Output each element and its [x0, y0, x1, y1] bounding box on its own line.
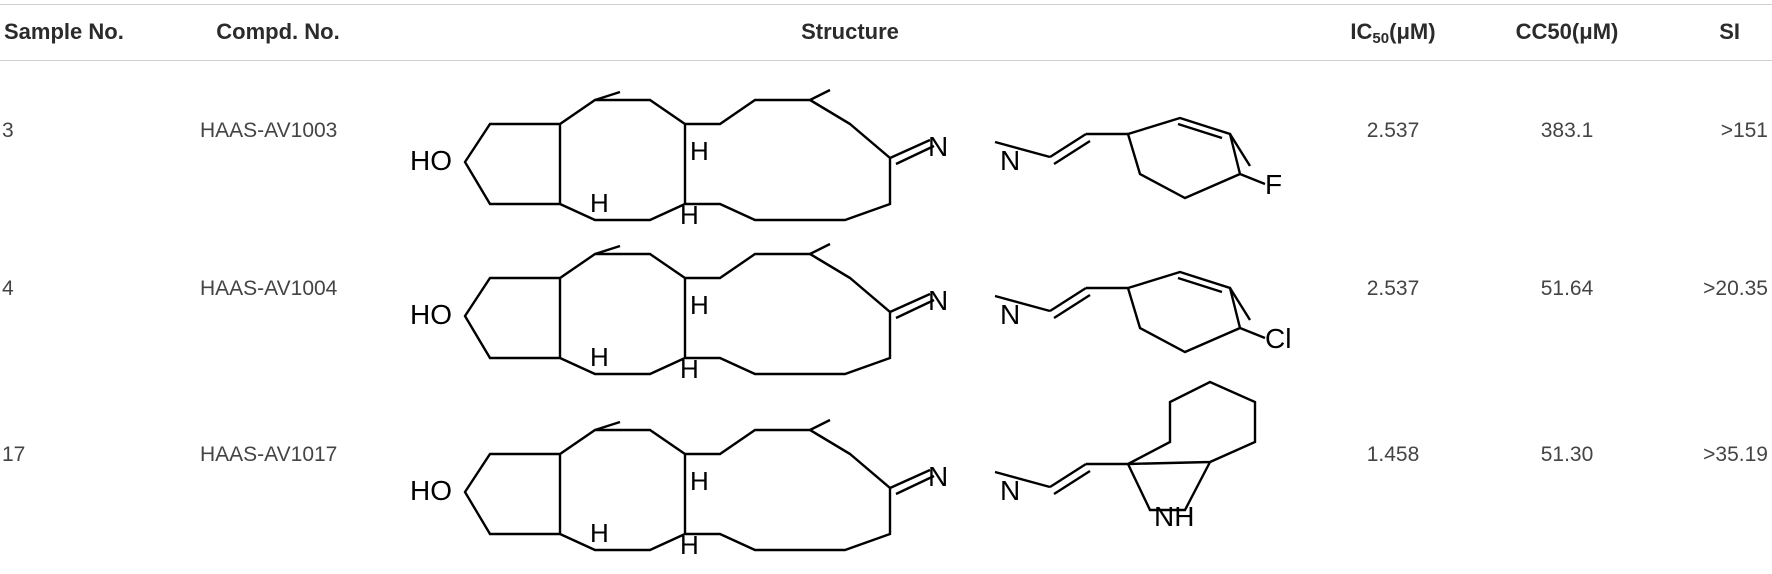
substituent-label: NH — [1154, 501, 1194, 532]
cell-compd-no: HAAS-AV1003 — [200, 119, 338, 142]
hydrogen-label: H — [690, 466, 709, 496]
molecule-structure: HO N N H H H F — [410, 88, 1282, 230]
hydrogen-label: H — [680, 200, 699, 230]
header-cc50: CC50(μM) — [1515, 19, 1619, 44]
header-rule — [0, 60, 1772, 61]
hydroxyl-label: HO — [410, 145, 452, 176]
cell-structure: HO N N H H H Cl — [410, 216, 1291, 384]
cell-ic50: 2.537 — [1366, 277, 1420, 300]
cell-structure: HO N N H H H F — [410, 62, 1290, 230]
cell-ic50: 2.537 — [1366, 119, 1420, 142]
hydroxyl-label: HO — [410, 299, 452, 330]
cell-si: >151 — [1720, 119, 1768, 142]
hydrogen-label: H — [590, 188, 609, 218]
nitrogen-label: N — [1000, 299, 1020, 330]
substituent-label: Cl — [1265, 323, 1291, 354]
hydrogen-label: H — [680, 354, 699, 384]
top-rule — [0, 4, 1772, 5]
cell-cc50: 383.1 — [1540, 119, 1594, 142]
header-compd-no: Compd. No. — [216, 19, 340, 44]
nitrogen-label: N — [928, 285, 948, 316]
hydrogen-label: H — [690, 290, 709, 320]
cell-sample-no: 4 — [2, 277, 14, 300]
header-structure: Structure — [801, 19, 899, 44]
header-ic50: IC50(μM) — [1350, 19, 1436, 47]
substituent-label: F — [1265, 169, 1282, 200]
nitrogen-label: N — [928, 461, 948, 492]
cell-sample-no: 3 — [2, 119, 14, 142]
hydrogen-label: H — [680, 530, 699, 560]
hydrogen-label: H — [590, 518, 609, 548]
hydroxyl-label: HO — [410, 475, 452, 506]
cell-cc50: 51.64 — [1540, 277, 1594, 300]
cell-ic50: 1.458 — [1366, 443, 1420, 466]
hydrogen-label: H — [690, 136, 709, 166]
cell-sample-no: 17 — [2, 443, 26, 466]
nitrogen-label: N — [928, 131, 948, 162]
cell-compd-no: HAAS-AV1004 — [200, 277, 338, 300]
cell-si: >20.35 — [1703, 277, 1768, 300]
header-si: SI — [1719, 19, 1740, 44]
cell-structure: HO N N H H H NH — [410, 380, 1290, 560]
header-sample-no: Sample No. — [4, 19, 124, 44]
cell-si: >35.19 — [1703, 443, 1768, 466]
nitrogen-label: N — [1000, 145, 1020, 176]
cell-cc50: 51.30 — [1540, 443, 1594, 466]
molecule-structure: HO N N H H H Cl — [410, 242, 1291, 384]
hydrogen-label: H — [590, 342, 609, 372]
molecule-structure: HO N N H H H NH — [410, 380, 1257, 560]
cell-compd-no: HAAS-AV1017 — [200, 443, 338, 466]
nitrogen-label: N — [1000, 475, 1020, 506]
